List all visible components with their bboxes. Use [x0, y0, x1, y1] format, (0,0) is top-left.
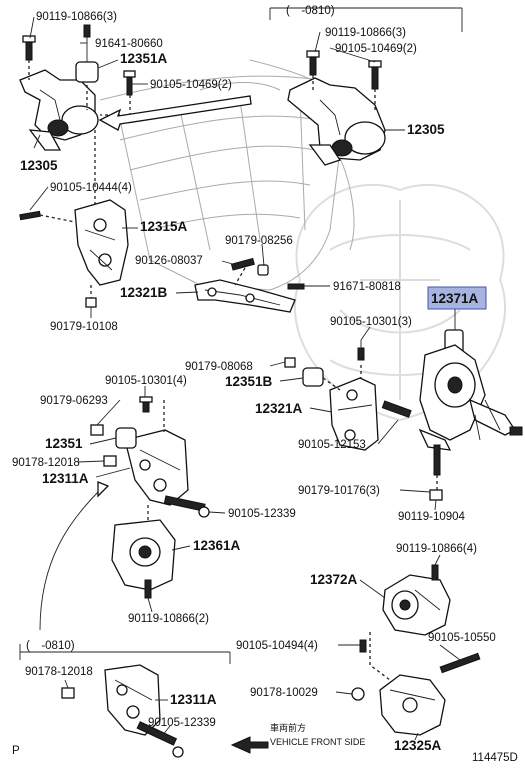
label-12305-b: 12305 — [407, 122, 445, 137]
part-labels: 90119-10866(3) 91641-80660 12351A 90105-… — [12, 5, 518, 764]
label-90126-08037: 90126-08037 — [135, 255, 203, 267]
bracket-12311A — [90, 396, 210, 518]
label-90179-10108: 90179-10108 — [50, 321, 118, 333]
label-90179-06293: 90179-06293 — [40, 395, 108, 407]
label-12311A-a: 12311A — [42, 471, 89, 486]
label-90119-10866-3-b: 90119-10866(3) — [325, 27, 406, 39]
mount-12361A — [111, 505, 176, 599]
bolt-icon — [163, 495, 206, 512]
label-90105-10444-4: 90105-10444(4) — [50, 182, 132, 194]
label-date-range-bottom: ( -0810) — [26, 640, 75, 652]
label-12351B: 12351B — [225, 374, 273, 389]
top-right-mount-assembly — [269, 7, 463, 166]
label-12361A: 12361A — [193, 538, 241, 553]
label-90105-10494-4: 90105-10494(4) — [236, 640, 318, 652]
label-90179-08068: 90179-08068 — [185, 361, 253, 373]
label-12315A: 12315A — [140, 219, 188, 234]
label-vehicle-front-jp: 車両前方 — [270, 722, 306, 733]
label-90105-12339-a: 90105-12339 — [228, 508, 296, 520]
label-90105-10301-3: 90105-10301(3) — [330, 316, 412, 328]
label-90105-10469-2-a: 90105-10469(2) — [150, 79, 232, 91]
label-90105-12153: 90105-12153 — [298, 439, 366, 451]
label-90178-12018-b: 90178-12018 — [25, 666, 93, 678]
nut-icon — [85, 297, 97, 308]
label-12372A: 12372A — [310, 572, 358, 587]
mount-12372A — [359, 564, 481, 681]
insulator-icon — [75, 61, 99, 83]
label-91641-80660: 91641-80660 — [95, 38, 163, 50]
label-12325A: 12325A — [394, 738, 442, 753]
bracket-12321A — [284, 357, 412, 451]
label-90119-10866-2: 90119-10866(2) — [128, 613, 209, 625]
label-date-range-top: ( -0810) — [286, 5, 335, 17]
label-diagram-id: 114475D — [472, 752, 518, 764]
label-90178-12018-a: 90178-12018 — [12, 457, 80, 469]
label-90105-10301-4: 90105-10301(4) — [105, 375, 187, 387]
label-90105-10469-2-b: 90105-10469(2) — [335, 43, 417, 55]
mount-12371A — [357, 329, 523, 501]
label-90178-10029: 90178-10029 — [250, 687, 318, 699]
label-12311A-b: 12311A — [170, 692, 217, 707]
label-90105-12339-b: 90105-12339 — [148, 717, 216, 729]
label-90105-10550: 90105-10550 — [428, 632, 496, 644]
label-p: P — [12, 745, 20, 757]
label-90119-10866-3-a: 90119-10866(3) — [36, 11, 117, 23]
label-90119-10904: 90119-10904 — [398, 511, 466, 523]
arrow-left-icon — [98, 95, 252, 131]
label-12321B: 12321B — [120, 285, 168, 300]
top-left-mount-assembly — [19, 24, 136, 210]
leader-lines — [29, 16, 461, 741]
label-vehicle-front-en: VEHICLE FRONT SIDE — [270, 737, 365, 747]
label-12371A: 12371A — [431, 291, 479, 306]
bracket-12321B — [194, 257, 305, 313]
label-12305-a: 12305 — [20, 158, 58, 173]
bracket-12315A — [19, 199, 129, 308]
label-12351: 12351 — [45, 436, 83, 451]
label-12351A: 12351A — [120, 51, 168, 66]
label-90179-10176-3: 90179-10176(3) — [298, 485, 380, 497]
label-90179-08256: 90179-08256 — [225, 235, 293, 247]
part-highlight-12371A — [427, 286, 487, 310]
label-90119-10866-4: 90119-10866(4) — [396, 543, 477, 555]
label-91671-80818: 91671-80818 — [333, 281, 401, 293]
engine-outline — [99, 59, 355, 291]
label-12321A: 12321A — [255, 401, 303, 416]
bracket-12325A — [351, 674, 446, 736]
bottom-left-old-assembly — [19, 644, 231, 758]
arrow-left-icon — [230, 736, 269, 754]
